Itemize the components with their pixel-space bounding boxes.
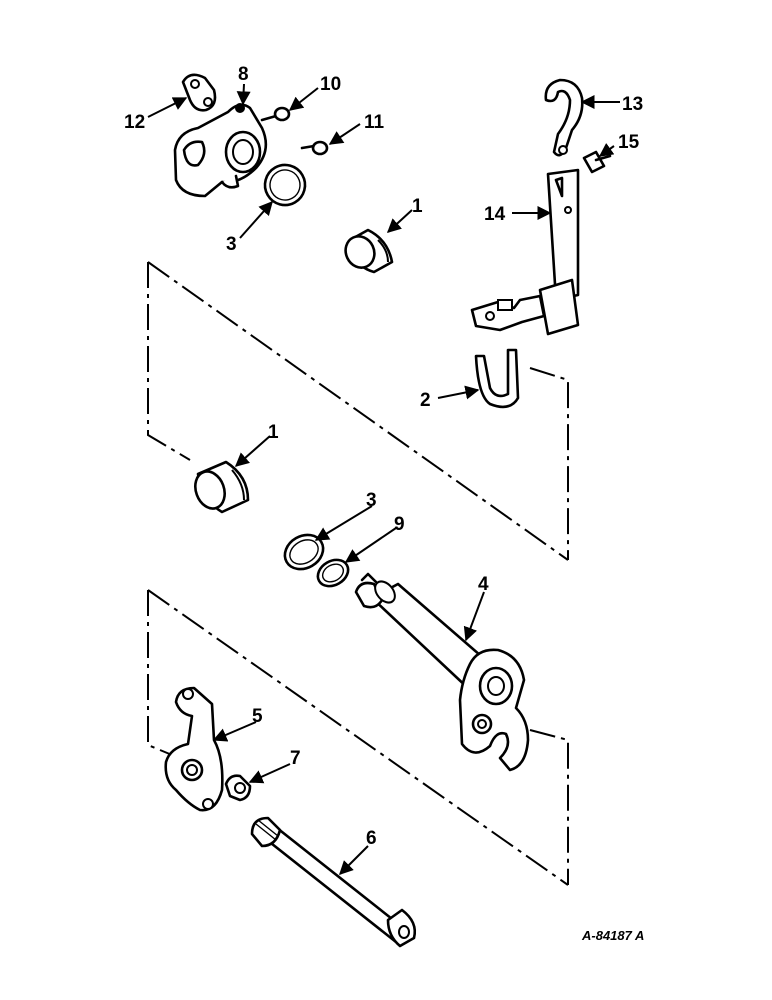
part-3-o-ring-upper bbox=[263, 163, 307, 207]
callout-7: 7 bbox=[290, 748, 301, 769]
part-6-splined-rod bbox=[250, 816, 417, 948]
part-8-housing-arm bbox=[173, 103, 268, 198]
assembly-guide-lines bbox=[147, 261, 569, 886]
part-2-u-bolt bbox=[474, 348, 520, 409]
callout-9: 9 bbox=[394, 514, 405, 535]
callout-1-lower: 1 bbox=[268, 422, 279, 443]
part-11-screw bbox=[300, 140, 329, 156]
callout-11: 11 bbox=[364, 112, 385, 133]
callout-12: 12 bbox=[124, 112, 145, 133]
callout-10: 10 bbox=[320, 74, 341, 95]
callout-15: 15 bbox=[618, 132, 640, 153]
callout-3-upper: 3 bbox=[226, 234, 237, 255]
callout-6: 6 bbox=[366, 828, 377, 849]
part-1-bushing-upper bbox=[344, 228, 394, 274]
callout-8: 8 bbox=[238, 64, 249, 85]
part-4-shaft-arm bbox=[354, 572, 530, 772]
drawing-reference-code: A-84187 A bbox=[581, 928, 644, 943]
part-7-nut bbox=[224, 774, 252, 802]
callout-2: 2 bbox=[420, 390, 431, 411]
callout-14: 14 bbox=[484, 204, 506, 225]
part-5-lever bbox=[164, 686, 224, 812]
callout-1-upper: 1 bbox=[412, 196, 423, 217]
callout-4: 4 bbox=[478, 574, 489, 595]
callout-5: 5 bbox=[252, 706, 263, 727]
part-1-bushing-lower bbox=[194, 460, 250, 514]
part-14-bracket bbox=[470, 168, 580, 336]
part-13-hook bbox=[544, 78, 584, 157]
part-15-bolt bbox=[582, 150, 612, 174]
leader-lines bbox=[147, 83, 620, 875]
callout-labels: 8 10 11 12 3 1 13 15 14 2 1 3 9 4 5 7 6 bbox=[124, 64, 643, 849]
callout-3-lower: 3 bbox=[366, 490, 377, 511]
part-9-o-ring bbox=[316, 558, 350, 588]
callout-13: 13 bbox=[622, 94, 643, 115]
part-3-o-ring-lower bbox=[283, 533, 325, 571]
part-12-link-plate bbox=[181, 73, 217, 112]
part-10-screw bbox=[260, 106, 291, 122]
